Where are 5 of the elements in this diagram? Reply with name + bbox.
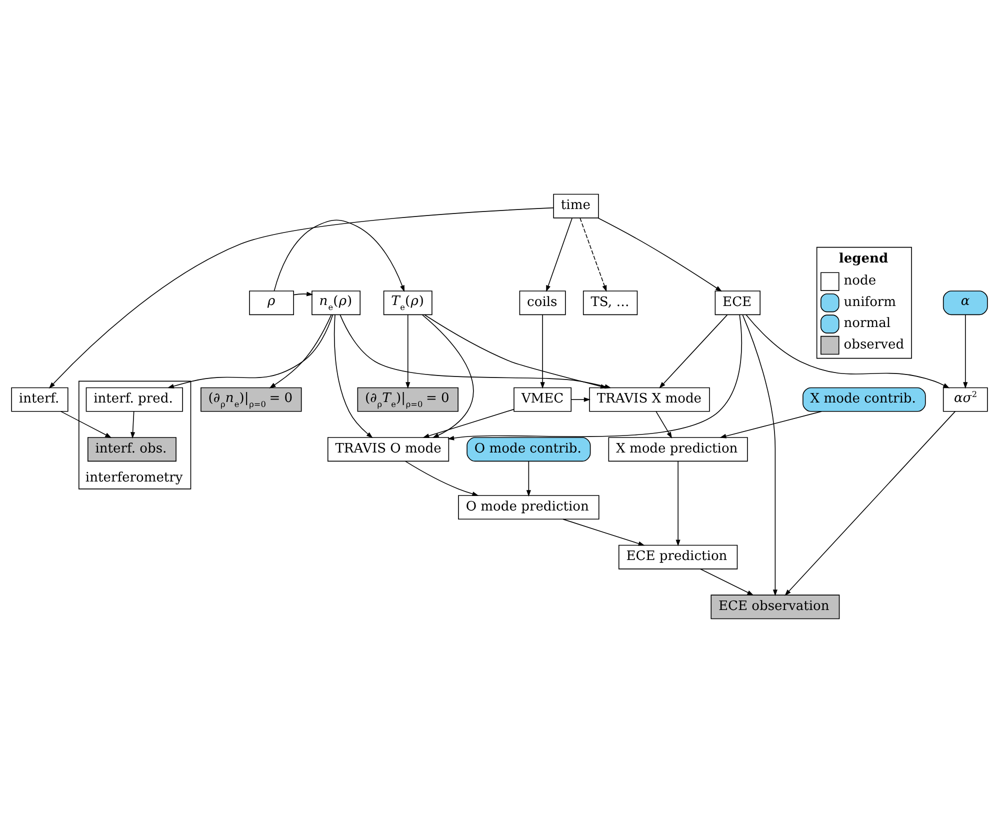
legend-label: uniform [844, 294, 896, 310]
legend-label: observed [844, 337, 904, 352]
legend-label: node [844, 274, 876, 289]
legend-label: normal [844, 316, 891, 332]
label: legend [838, 252, 888, 267]
